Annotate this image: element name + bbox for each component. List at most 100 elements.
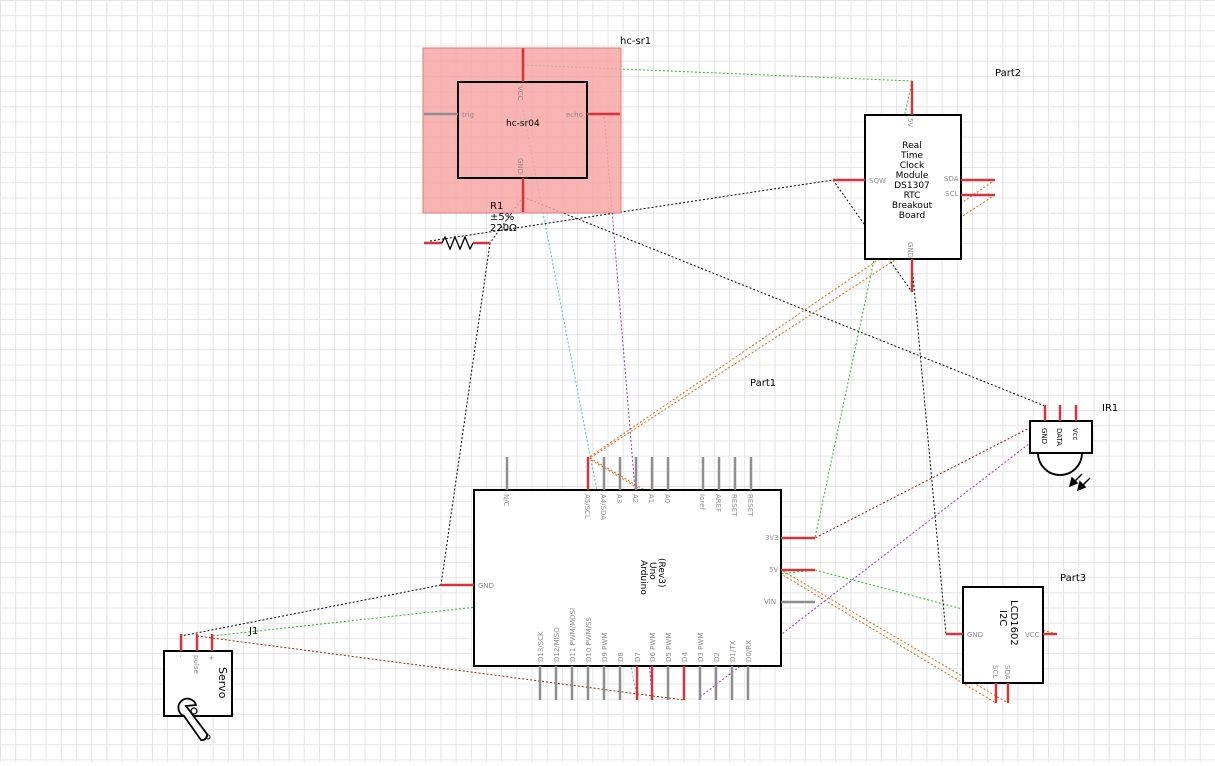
rtc-line: RTC — [904, 191, 921, 201]
arduino-3v3-label: 3V3 — [765, 534, 779, 542]
arduino-bottom-label: D7 — [634, 652, 642, 662]
resistor-zigzag — [441, 235, 474, 251]
arduino-body — [473, 489, 782, 667]
wire-arduino-gnd-servo[interactable] — [180, 584, 442, 637]
rtc-line: DS1307 — [894, 181, 930, 191]
arduino-bottom-label: D2 — [713, 652, 721, 662]
hcsr04-trig-label: trig — [462, 111, 474, 119]
arduino-chip-label: Arduino Uno (Rev3) — [638, 558, 666, 595]
rtc-sqw-label: SQW — [869, 177, 886, 185]
ir-gnd-label: GND — [1040, 428, 1048, 444]
arduino-top-label: A1 — [647, 494, 655, 503]
hcsr04-part-label: hc-sr1 — [620, 36, 651, 47]
arduino-chip-line: Uno — [647, 562, 657, 580]
rtc-5v-label: 5V — [906, 118, 914, 127]
arduino-part-label: Part1 — [750, 378, 776, 389]
ir-light-arrows-icon — [1068, 473, 1091, 492]
arduino-top-label: A0 — [663, 494, 671, 503]
rtc-line: Clock — [900, 161, 925, 171]
rtc-part[interactable]: 5V SQW SDA SCL GND Real Time Clock Modul… — [833, 68, 1021, 292]
lcd-sda-label: SDA — [1003, 665, 1011, 680]
resistor-tolerance: ±5% — [490, 212, 514, 223]
lcd-chip-line: LCD1602 — [1008, 600, 1019, 646]
ir-dome — [1037, 452, 1083, 476]
arduino-bottom-label: D9 PWM — [601, 633, 609, 662]
wire-ir-vcc-3v3[interactable] — [814, 419, 1046, 539]
arduino-top-labels: N/C A5/SCL A4/SDA A3 A2 A1 A0 Ioref AREF… — [502, 494, 754, 520]
servo-part[interactable]: - pulse + Servo J1 — [163, 626, 258, 741]
wire-rtc-gnd-lcd-gnd[interactable] — [911, 264, 947, 635]
arduino-top-label: AREF — [714, 494, 722, 512]
rtc-line: Real — [902, 141, 921, 151]
arduino-top-label: Ioref — [698, 494, 706, 510]
arduino-bottom-label: D0/RX — [745, 640, 753, 662]
arduino-bottom-label: D11 PWM/MOSI — [569, 608, 577, 662]
arduino-top-label: A2 — [631, 494, 639, 503]
ir-data-label: DATA — [1055, 428, 1063, 446]
rtc-body — [864, 114, 962, 260]
rtc-line: Breakout — [892, 201, 933, 211]
lcd-scl-label: SCL — [991, 665, 999, 678]
rtc-scl-label: SCL — [945, 190, 958, 198]
wire-r1-arduino-gnd[interactable] — [440, 242, 491, 586]
ir-vcc-label: Vcc — [1071, 428, 1079, 441]
lcd-gnd-label: GND — [967, 631, 983, 639]
servo-horn-icon — [177, 697, 211, 741]
lcd-body — [962, 586, 1044, 684]
arduino-part[interactable]: N/C A5/SCL A4/SDA A3 A2 A1 A0 Ioref AREF… — [441, 378, 815, 700]
lcd-chip-label: LCD1602 I2C — [997, 600, 1019, 646]
arduino-top-label: RESET — [746, 494, 754, 517]
hcsr04-echo-label: echo — [566, 111, 583, 119]
rtc-gnd-label: GND — [906, 242, 914, 258]
arduino-bottom-label: D6 PWM — [649, 633, 657, 662]
arduino-bottom-label: D13/SCK — [537, 631, 545, 662]
arduino-bottom-label: D10 PWM/SS — [585, 616, 593, 662]
hcsr04-vcc-label: VCC — [516, 86, 524, 101]
ir-part-label: IR1 — [1102, 403, 1118, 414]
servo-minus-label: - — [176, 655, 184, 658]
arduino-gnd-label: GND — [478, 582, 494, 590]
hcsr04-part[interactable]: VCC trig echo GND hc-sr04 hc-sr1 — [422, 36, 651, 214]
arduino-bottom-label: D5 PWM — [665, 633, 673, 662]
rtc-part-label: Part2 — [995, 68, 1021, 79]
resistor-value: 220Ω — [490, 223, 517, 234]
lcd-part[interactable]: GND VCC SCL SDA LCD1602 I2C Part3 — [946, 573, 1086, 703]
arduino-bottom-pins — [538, 666, 750, 700]
arduino-bottom-label: D4 — [681, 652, 689, 662]
arduino-chip-line: Arduino — [638, 560, 648, 595]
arduino-5v-label: 5V — [769, 566, 778, 574]
arduino-top-label: A4/SDA — [599, 494, 607, 520]
lcd-vcc-label: VCC — [1025, 631, 1040, 639]
rtc-line: Time — [900, 151, 923, 161]
arduino-vin-label: VIN — [764, 598, 776, 606]
servo-pulse-label: pulse — [192, 655, 200, 674]
lcd-part-label: Part3 — [1060, 573, 1086, 584]
arduino-top-label: RESET — [730, 494, 738, 517]
wire-hcsr-gnd-ir-gnd[interactable] — [522, 196, 1046, 407]
resistor-name: R1 — [490, 201, 503, 212]
arduino-top-label: N/C — [502, 494, 510, 507]
rtc-line: Module — [896, 171, 929, 181]
arduino-bottom-labels: D13/SCK D12/MISO D11 PWM/MOSI D10 PWM/SS… — [537, 608, 753, 662]
rtc-sda-label: SDA — [944, 175, 959, 183]
arduino-bottom-label: D1/TX — [729, 641, 737, 662]
servo-chip-label: Servo — [216, 667, 229, 699]
rtc-line: Board — [899, 211, 925, 221]
resistor-part[interactable]: R1 ±5% 220Ω — [424, 201, 517, 251]
servo-plus-label: + — [207, 655, 215, 661]
servo-body — [163, 650, 233, 717]
arduino-bottom-label: D8 — [617, 652, 625, 662]
arduino-chip-line: (Rev3) — [656, 558, 666, 587]
rtc-chip-label: Real Time Clock Module DS1307 RTC Breako… — [892, 141, 933, 221]
arduino-bottom-label: D3 PWM — [697, 633, 705, 662]
arduino-bottom-label: D12/MISO — [553, 627, 561, 662]
wire-a4-lcd-sda[interactable] — [587, 457, 997, 704]
hcsr04-gnd-label: GND — [516, 158, 524, 174]
lcd-chip-line: I2C — [997, 610, 1008, 626]
arduino-top-label: A5/SCL — [583, 494, 591, 519]
servo-part-label: J1 — [248, 626, 258, 637]
arduino-top-label: A3 — [615, 494, 623, 503]
ir-part[interactable]: GND DATA Vcc IR1 — [1029, 403, 1118, 492]
